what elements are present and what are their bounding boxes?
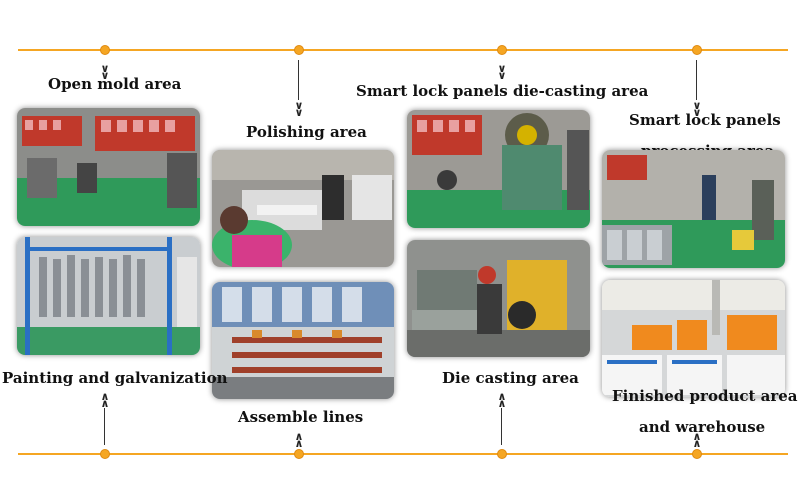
photo-painting bbox=[17, 237, 200, 355]
timeline-dot bbox=[497, 449, 507, 459]
top-timeline bbox=[18, 49, 788, 51]
connector-line bbox=[696, 60, 697, 100]
photo-die-cast-panels bbox=[407, 110, 590, 228]
timeline-dot bbox=[100, 45, 110, 55]
label-open-mold: Open mold area bbox=[48, 75, 182, 93]
photo-processing bbox=[602, 150, 785, 268]
timeline-dot bbox=[294, 449, 304, 459]
chevron-up-icon: ∧∧ bbox=[294, 430, 304, 450]
label-finished-1: Finished product area bbox=[612, 387, 798, 405]
label-die-cast-panels: Smart lock panels die-casting area bbox=[356, 82, 649, 100]
chevron-up-icon: ∧∧ bbox=[497, 390, 507, 410]
connector-line bbox=[104, 408, 105, 445]
label-polishing: Polishing area bbox=[246, 123, 367, 141]
timeline-dot bbox=[692, 45, 702, 55]
photo-die-casting bbox=[407, 240, 590, 357]
timeline-dot bbox=[294, 45, 304, 55]
label-assemble: Assemble lines bbox=[238, 408, 364, 426]
chevron-down-icon: ∨∨ bbox=[692, 99, 702, 119]
photo-open-mold bbox=[17, 108, 200, 226]
connector-line bbox=[501, 408, 502, 445]
label-die-casting: Die casting area bbox=[442, 369, 579, 387]
photo-warehouse bbox=[602, 280, 785, 397]
connector-line bbox=[298, 60, 299, 100]
chevron-down-icon: ∨∨ bbox=[100, 62, 110, 82]
chevron-down-icon: ∨∨ bbox=[497, 62, 507, 82]
timeline-dot bbox=[100, 449, 110, 459]
bottom-timeline bbox=[18, 453, 788, 455]
chevron-up-icon: ∧∧ bbox=[692, 430, 702, 450]
photo-polishing bbox=[212, 150, 394, 267]
timeline-dot bbox=[497, 45, 507, 55]
label-processing-1: Smart lock panels bbox=[629, 111, 781, 129]
chevron-up-icon: ∧∧ bbox=[100, 390, 110, 410]
label-finished-2: and warehouse bbox=[639, 418, 766, 436]
timeline-dot bbox=[692, 449, 702, 459]
chevron-down-icon: ∨∨ bbox=[294, 99, 304, 119]
photo-assemble bbox=[212, 282, 394, 399]
label-painting: Painting and galvanization bbox=[2, 369, 228, 387]
